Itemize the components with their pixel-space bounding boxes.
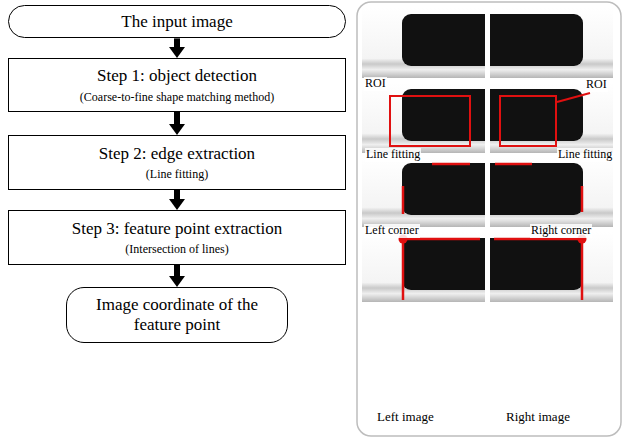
- terminal-box: The input image: [8, 5, 346, 38]
- step-label: Line fitting: [557, 148, 613, 162]
- process-box: Step 1: object detection (Coarse-to-fine …: [8, 58, 346, 112]
- arrow-head: [169, 276, 185, 287]
- panel-frame: [357, 2, 621, 436]
- arrow-shaft: [174, 112, 180, 125]
- arrow-head: [169, 199, 185, 210]
- process-box: Step 2: edge extraction (Line fitting): [8, 135, 346, 190]
- corner-label: Right corner: [530, 224, 592, 238]
- flow-arrow: [169, 190, 185, 210]
- arrow-head: [169, 47, 185, 58]
- node-subtitle: (Intersection of lines): [125, 242, 228, 256]
- arrow-shaft: [174, 265, 180, 277]
- image-caption: Left image: [376, 410, 435, 425]
- flow-arrow: [169, 265, 185, 287]
- image-caption: Right image: [505, 410, 571, 425]
- node-title: Image coordinate of the feature point: [75, 295, 279, 336]
- arrow-head: [169, 124, 185, 135]
- node-subtitle: (Coarse-to-fine shape matching method): [80, 90, 274, 104]
- node-subtitle: (Line fitting): [146, 167, 208, 181]
- roi-boxes: [390, 93, 590, 146]
- step-label: Line fitting: [365, 148, 421, 162]
- flow-arrow: [169, 112, 185, 135]
- node-title: Step 2: edge extraction: [99, 144, 255, 164]
- node-title: The input image: [121, 12, 232, 32]
- roi-label: ROI: [364, 77, 387, 91]
- roi-label: ROI: [585, 78, 608, 92]
- node-title: Step 1: object detection: [97, 66, 257, 86]
- flow-arrow: [169, 38, 185, 58]
- terminal-box: Image coordinate of the feature point: [66, 287, 288, 343]
- arrow-shaft: [174, 190, 180, 200]
- corner-lines: [403, 239, 582, 300]
- node-title: Step 3: feature point extraction: [72, 219, 283, 239]
- corner-label: Left corner: [364, 224, 420, 238]
- fitted-lines: [403, 164, 582, 214]
- image-cells: [362, 8, 613, 302]
- process-box: Step 3: feature point extraction (Interse…: [8, 210, 346, 265]
- arrow-shaft: [174, 38, 180, 48]
